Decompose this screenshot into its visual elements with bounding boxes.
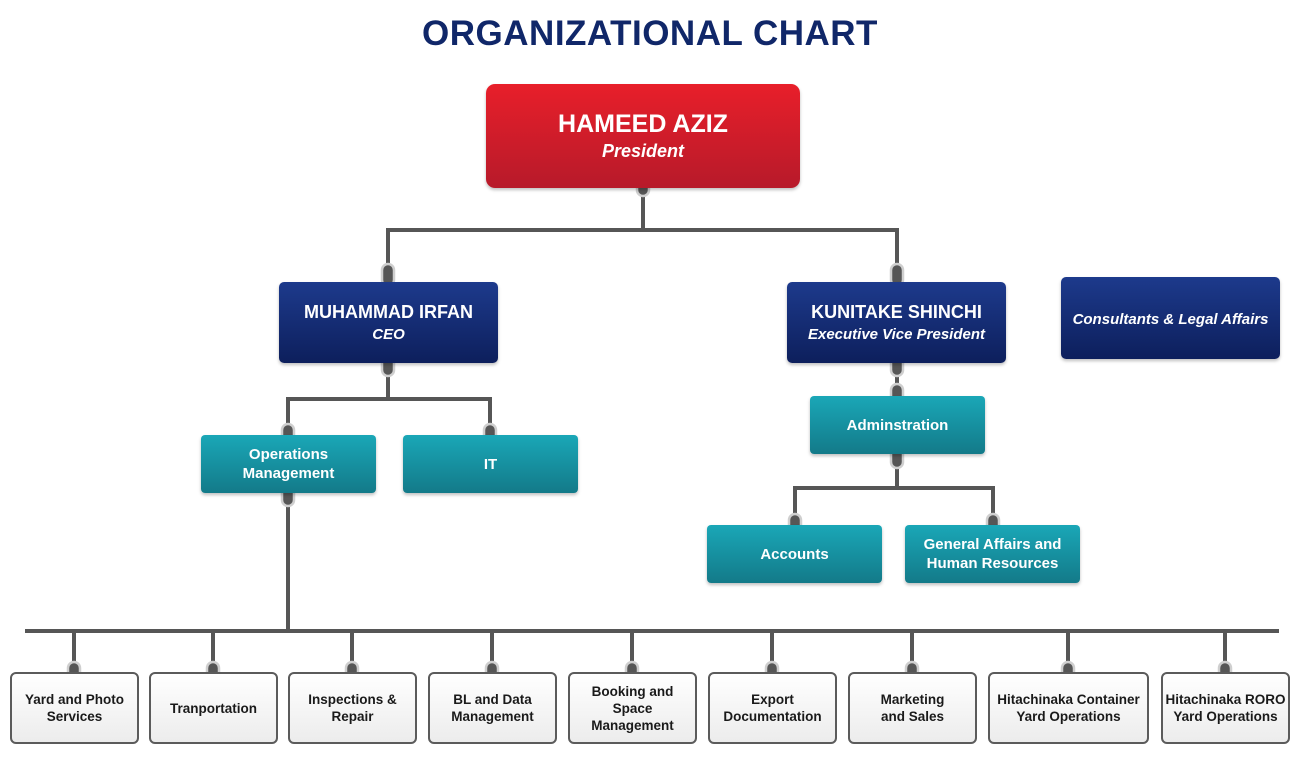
unit-box: Hitachinaka Container Yard Operations bbox=[988, 672, 1149, 744]
unit-label: Export Documentation bbox=[723, 692, 822, 724]
unit-box: Yard and Photo Services bbox=[10, 672, 139, 744]
unit-label: Hitachinaka RORO Yard Operations bbox=[1165, 692, 1286, 724]
unit-box: Booking and Space Management bbox=[568, 672, 697, 744]
accounts-box: Accounts bbox=[707, 525, 882, 583]
consultants-role: Consultants & Legal Affairs bbox=[1072, 311, 1269, 328]
unit-box: Marketing and Sales bbox=[848, 672, 977, 744]
unit-label: Yard and Photo Services bbox=[24, 692, 124, 724]
it-label: IT bbox=[483, 455, 498, 473]
operations-management-box: Operations Management bbox=[201, 435, 376, 493]
unit-label: BL and Data Management bbox=[451, 692, 534, 724]
consultants-box: Consultants & Legal Affairs bbox=[1061, 277, 1280, 359]
unit-box: Hitachinaka RORO Yard Operations bbox=[1161, 672, 1290, 744]
unit-box: Export Documentation bbox=[708, 672, 837, 744]
evp-role: Executive Vice President bbox=[807, 326, 986, 343]
unit-label: Inspections & Repair bbox=[308, 692, 397, 724]
accounts-label: Accounts bbox=[760, 545, 829, 563]
general-affairs-box: General Affairs and Human Resources bbox=[905, 525, 1080, 583]
president-name: HAMEED AZIZ bbox=[558, 110, 728, 138]
unit-label: Booking and Space Management bbox=[591, 683, 674, 733]
ceo-box: MUHAMMAD IRFAN CEO bbox=[279, 282, 498, 363]
operations-management-label: Operations Management bbox=[242, 446, 335, 482]
unit-box: BL and Data Management bbox=[428, 672, 557, 744]
page-title: ORGANIZATIONAL CHART bbox=[422, 14, 878, 53]
unit-label: Tranportation bbox=[170, 700, 257, 716]
unit-box: Tranportation bbox=[149, 672, 278, 744]
president-box: HAMEED AZIZ President bbox=[486, 84, 800, 188]
unit-label: Hitachinaka Container Yard Operations bbox=[997, 692, 1140, 724]
administration-box: Adminstration bbox=[810, 396, 985, 454]
general-affairs-label: General Affairs and Human Resources bbox=[923, 536, 1062, 572]
evp-box: KUNITAKE SHINCHI Executive Vice Presiden… bbox=[787, 282, 1006, 363]
ceo-name: MUHAMMAD IRFAN bbox=[304, 302, 473, 322]
president-role: President bbox=[601, 141, 685, 161]
unit-box: Inspections & Repair bbox=[288, 672, 417, 744]
evp-name: KUNITAKE SHINCHI bbox=[811, 302, 982, 322]
ceo-role: CEO bbox=[372, 326, 405, 343]
administration-label: Adminstration bbox=[846, 416, 949, 434]
it-box: IT bbox=[403, 435, 578, 493]
unit-label: Marketing and Sales bbox=[880, 692, 945, 724]
